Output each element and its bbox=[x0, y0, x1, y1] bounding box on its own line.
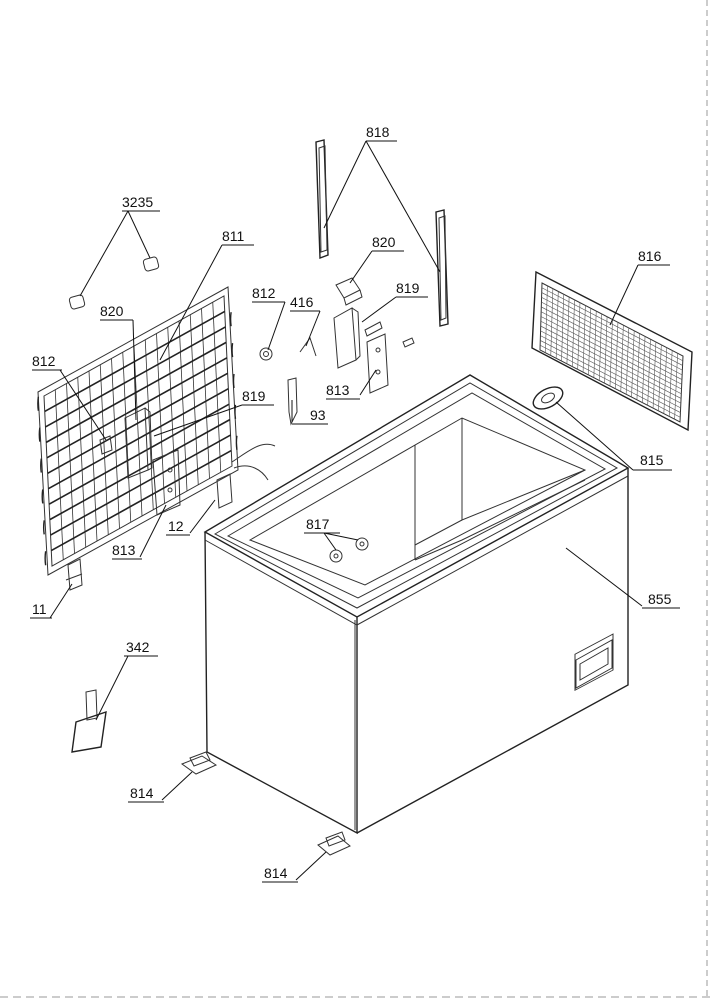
callout-813-left: 813 bbox=[112, 542, 136, 558]
mesh-line bbox=[178, 320, 188, 492]
tube-bend bbox=[232, 373, 235, 389]
knob-812 bbox=[259, 347, 273, 361]
condenser-tube-bends bbox=[37, 312, 238, 566]
callout-12: 12 bbox=[168, 518, 184, 534]
back-panel-mesh bbox=[540, 285, 683, 420]
hinge-cover-819 bbox=[333, 307, 361, 369]
callout-820-right: 820 bbox=[372, 234, 396, 250]
callout-812-left: 812 bbox=[32, 353, 56, 369]
callout-816: 816 bbox=[638, 248, 662, 264]
mesh-line bbox=[540, 330, 681, 404]
callout-813-right: 813 bbox=[326, 382, 350, 398]
drain-cap-815 bbox=[532, 386, 564, 410]
callout-817: 817 bbox=[306, 516, 330, 532]
leader-lines bbox=[49, 140, 643, 881]
mesh-line bbox=[99, 364, 109, 535]
scraper-342 bbox=[71, 689, 107, 753]
mesh-line bbox=[540, 340, 681, 413]
hinge-cover-820 bbox=[335, 277, 363, 306]
mesh-line bbox=[212, 302, 222, 473]
grid-brackets bbox=[99, 407, 181, 516]
mesh-line bbox=[540, 325, 682, 399]
callout-814-left: 814 bbox=[130, 785, 154, 801]
freezer-cabinet-855 bbox=[203, 374, 630, 835]
mesh-line bbox=[45, 326, 226, 428]
tube-bend bbox=[44, 551, 47, 566]
caps-3235 bbox=[68, 256, 160, 310]
bracket-12 bbox=[216, 473, 233, 509]
mesh-line bbox=[133, 345, 143, 517]
callout-811: 811 bbox=[222, 228, 245, 244]
mesh-line bbox=[541, 292, 683, 366]
mesh-line bbox=[49, 418, 231, 521]
mesh-line bbox=[50, 434, 231, 536]
mesh-line bbox=[541, 306, 683, 380]
mesh-line bbox=[46, 357, 228, 459]
callout-815: 815 bbox=[640, 452, 664, 468]
mesh-line bbox=[541, 287, 683, 361]
callout-416: 416 bbox=[290, 294, 314, 310]
mesh-line bbox=[540, 321, 682, 394]
mesh-line bbox=[189, 314, 199, 485]
mesh-line bbox=[47, 388, 229, 490]
callout-342: 342 bbox=[126, 639, 150, 655]
mesh-line bbox=[540, 316, 682, 390]
callout-93: 93 bbox=[310, 407, 326, 423]
mesh-line bbox=[201, 308, 210, 479]
tube-bend bbox=[234, 404, 237, 420]
condenser-grid-lines bbox=[44, 302, 232, 560]
tube-bend bbox=[38, 427, 41, 442]
mesh-line bbox=[77, 377, 87, 548]
mesh-line bbox=[47, 372, 229, 474]
mesh-line bbox=[541, 301, 683, 376]
mesh-line bbox=[541, 297, 683, 371]
mesh-line bbox=[156, 333, 165, 504]
tube-bend bbox=[229, 312, 232, 327]
condenser-coil-811 bbox=[37, 286, 239, 576]
hinge-813-right bbox=[364, 321, 389, 394]
tube-bend bbox=[37, 396, 40, 411]
pin-416 bbox=[299, 336, 317, 357]
back-panel-816 bbox=[531, 270, 693, 432]
mesh-line bbox=[167, 327, 177, 498]
mesh-line bbox=[88, 370, 98, 542]
tube-bend bbox=[41, 489, 44, 504]
callout-819-right: 819 bbox=[396, 280, 420, 296]
tube-bend bbox=[42, 520, 45, 535]
callout-820-left: 820 bbox=[100, 303, 124, 319]
mesh-line bbox=[45, 341, 227, 444]
lid-seal-818-right bbox=[435, 209, 449, 327]
wire bbox=[231, 443, 276, 463]
callout-labels: 818 3235 811 820 816 812 416 819 820 812… bbox=[30, 124, 680, 883]
callout-11: 11 bbox=[32, 601, 47, 617]
mesh-line bbox=[66, 383, 75, 554]
mesh-line bbox=[54, 389, 64, 560]
mesh-line bbox=[541, 311, 682, 385]
callout-3235: 3235 bbox=[122, 194, 153, 210]
mesh-line bbox=[122, 352, 132, 523]
thermostat-93 bbox=[287, 377, 298, 426]
callout-814-right: 814 bbox=[264, 865, 288, 881]
mesh-line bbox=[48, 403, 230, 505]
foot-11 bbox=[65, 558, 83, 591]
tube-bend bbox=[235, 435, 238, 450]
callout-855: 855 bbox=[648, 591, 672, 607]
tube-bend bbox=[231, 342, 234, 358]
foot-814-right bbox=[317, 831, 351, 856]
mesh-line bbox=[540, 344, 681, 418]
wire bbox=[233, 465, 269, 481]
lid-seal-818-left bbox=[315, 139, 329, 259]
foot-814-left bbox=[180, 751, 218, 775]
tube-bend bbox=[40, 458, 42, 473]
callout-812-top: 812 bbox=[252, 285, 276, 301]
screw bbox=[402, 337, 415, 348]
callout-819-left: 819 bbox=[242, 388, 266, 404]
mesh-line bbox=[540, 335, 681, 409]
callout-818: 818 bbox=[366, 124, 390, 140]
mesh-line bbox=[50, 449, 232, 552]
mesh-line bbox=[111, 358, 120, 529]
mesh-line bbox=[144, 339, 154, 510]
